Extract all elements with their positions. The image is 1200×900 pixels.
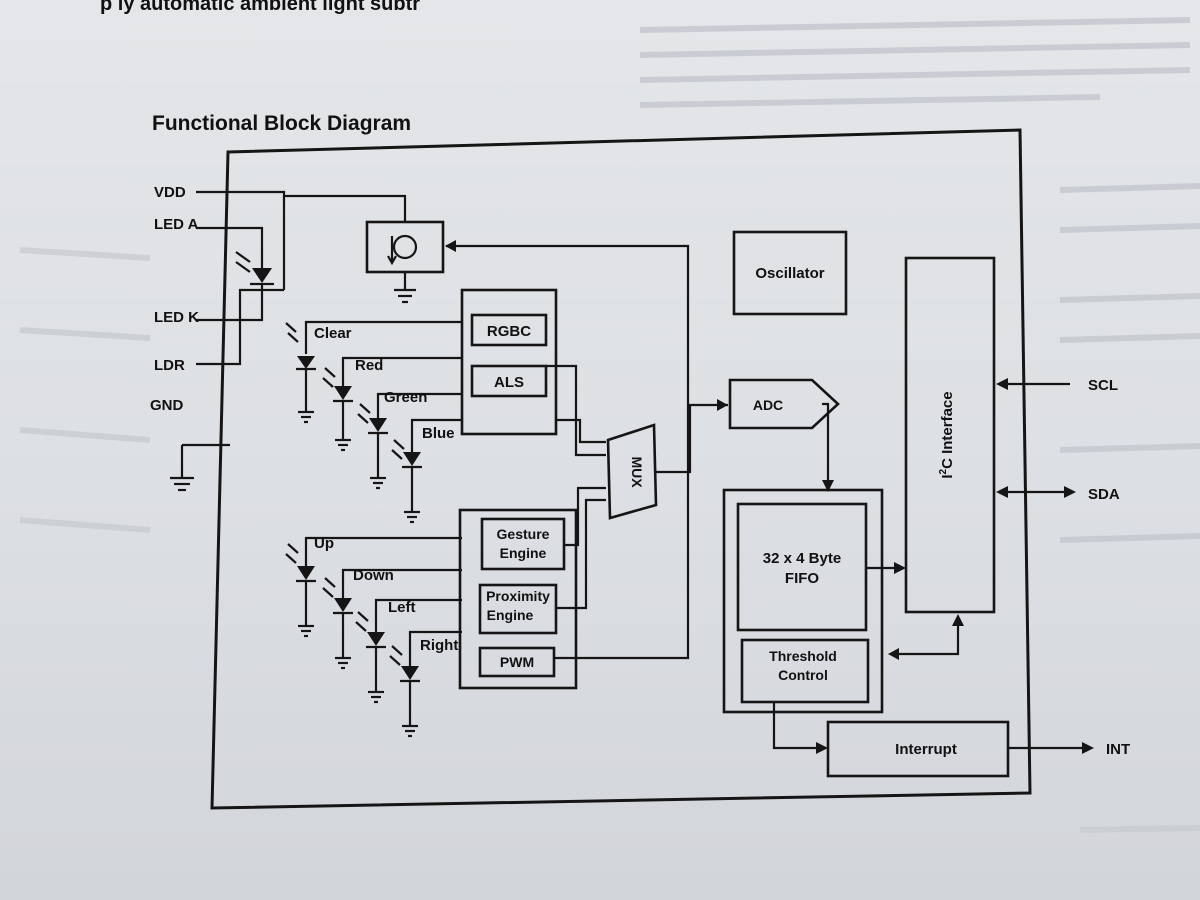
gesture-engine-group: Gesture Engine Proximity Engine PWM (458, 486, 606, 690)
ground-symbol-external (170, 476, 194, 492)
rgbc-block-label: RGBC (487, 323, 531, 340)
pin-led-k-label: LED K (154, 309, 199, 326)
photodiode-down (322, 568, 462, 670)
color-engine-group: RGBC ALS (460, 288, 606, 457)
als-block-label: ALS (494, 374, 524, 391)
photodiode-clear-label: Clear (314, 325, 352, 342)
photodiode-blue-label: Blue (422, 425, 455, 442)
header-fragment: p ly automatic ambient light subtr (100, 0, 420, 15)
chip-boundary (210, 128, 1032, 810)
led-current-source (365, 220, 445, 304)
pwm-to-led-wire (445, 240, 690, 660)
fifo-to-i2c-wire (866, 562, 906, 574)
pin-gnd-label: GND (150, 397, 184, 414)
fifo-label-1: 32 x 4 Byte (763, 550, 841, 567)
photodiode-blue (391, 418, 462, 524)
photodiode-green (357, 392, 462, 490)
led-emitter (228, 226, 274, 322)
right-pins: SCL SDA INT (996, 377, 1130, 758)
threshold-label-1: Threshold (769, 648, 837, 664)
interrupt-label: Interrupt (895, 741, 957, 758)
gesture-engine-label-2: Engine (500, 545, 547, 561)
oscillator-label: Oscillator (755, 265, 824, 282)
photodiode-left-label: Left (388, 599, 416, 616)
mux-label: MUX (629, 456, 645, 488)
photodiode-right-label: Right (420, 637, 458, 654)
proximity-engine-label-2: Engine (487, 607, 534, 623)
photodiode-down-label: Down (353, 567, 394, 584)
pin-ldr-label: LDR (154, 357, 185, 374)
gesture-photodiodes: Up Down (285, 535, 462, 738)
ground-symbol-led (394, 288, 416, 304)
pin-vdd-label: VDD (154, 184, 186, 201)
interrupt-block: Interrupt (826, 720, 1010, 778)
photodiode-green-label: Green (384, 389, 427, 406)
adc-label: ADC (753, 397, 783, 413)
pin-sda-label: SDA (1088, 486, 1120, 503)
oscillator-block: Oscillator (732, 230, 848, 316)
background-bleed (19, 17, 1200, 833)
photodiode-up-label: Up (314, 535, 334, 552)
proximity-engine-label-1: Proximity (486, 588, 550, 604)
pwm-block-label: PWM (500, 654, 534, 670)
pin-int-label: INT (1106, 741, 1130, 758)
threshold-label-2: Control (778, 667, 828, 683)
pin-led-a-label: LED A (154, 216, 199, 233)
threshold-to-interrupt-wire (772, 702, 828, 754)
photodiode-right (389, 630, 462, 738)
color-photodiodes: Clear Red (285, 320, 462, 524)
fifo-label-2: FIFO (785, 570, 819, 587)
photodiode-clear (285, 320, 462, 424)
data-buffer-group: 32 x 4 Byte FIFO Threshold Control (722, 488, 884, 714)
threshold-i2c-wire (888, 614, 964, 660)
pin-scl-label: SCL (1088, 377, 1118, 394)
photodiode-left (355, 598, 462, 704)
i2c-interface-block: I2C Interface (904, 256, 996, 614)
photodiode-red-label: Red (355, 357, 383, 374)
gesture-engine-label-1: Gesture (497, 526, 550, 542)
i2c-label: I2C Interface (938, 391, 956, 478)
photodiode-up (285, 536, 462, 638)
mux-block: MUX (606, 403, 728, 520)
diagram-title: Functional Block Diagram (152, 112, 411, 135)
photodiode-red (322, 356, 462, 452)
adc-block: ADC (717, 378, 840, 492)
left-pins: VDD LED A LED K LDR GND (150, 184, 230, 492)
